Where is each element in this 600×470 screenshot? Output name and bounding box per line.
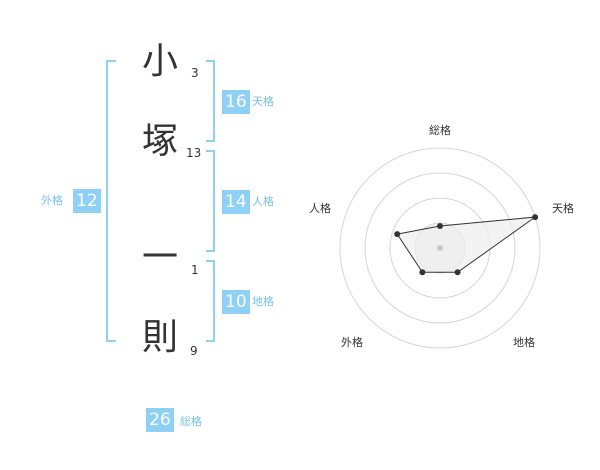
radar-point-1 xyxy=(437,223,443,229)
tenkaku-label: 天格 xyxy=(252,95,274,108)
chikaku-bracket xyxy=(206,260,215,342)
soukaku-value: 26 xyxy=(146,408,174,432)
stroke-count-4: 9 xyxy=(190,344,198,358)
radar-point-4 xyxy=(419,269,426,276)
radar-ring-4 xyxy=(339,147,541,349)
name-char-4: 則 xyxy=(142,317,179,358)
radar-center xyxy=(437,245,443,251)
axis-label-tenkaku: 天格 xyxy=(552,201,574,215)
soukaku-label: 総格 xyxy=(180,415,202,428)
radar-area xyxy=(396,216,537,273)
jinkaku-bracket xyxy=(206,150,215,252)
axis-label-jinkaku: 人格 xyxy=(309,201,331,215)
radar-point-5 xyxy=(394,231,401,238)
stroke-count-2: 13 xyxy=(186,146,202,160)
axis-label-gaikaku: 外格 xyxy=(341,335,363,349)
gaikaku-bracket xyxy=(106,60,116,342)
radar-point-3 xyxy=(454,269,461,276)
stroke-count-1: 3 xyxy=(191,66,199,80)
tenkaku-value: 16 xyxy=(222,90,250,114)
name-char-2: 塚 xyxy=(142,121,179,162)
chikaku-value: 10 xyxy=(222,290,250,314)
jinkaku-label: 人格 xyxy=(252,195,274,208)
name-char-1: 小 xyxy=(142,41,179,82)
name-char-3: 一 xyxy=(142,237,179,278)
chikaku-label: 地格 xyxy=(252,295,274,308)
jinkaku-value: 14 xyxy=(222,190,250,214)
axis-label-soukaku: 総格 xyxy=(429,123,451,137)
radar-point-2 xyxy=(532,214,539,221)
stroke-count-3: 1 xyxy=(191,263,199,277)
gaikaku-value: 12 xyxy=(73,189,101,213)
radar-ring-3 xyxy=(364,172,516,324)
tenkaku-bracket xyxy=(206,60,215,142)
axis-label-chikaku: 地格 xyxy=(513,335,535,349)
gaikaku-label: 外格 xyxy=(41,194,63,207)
